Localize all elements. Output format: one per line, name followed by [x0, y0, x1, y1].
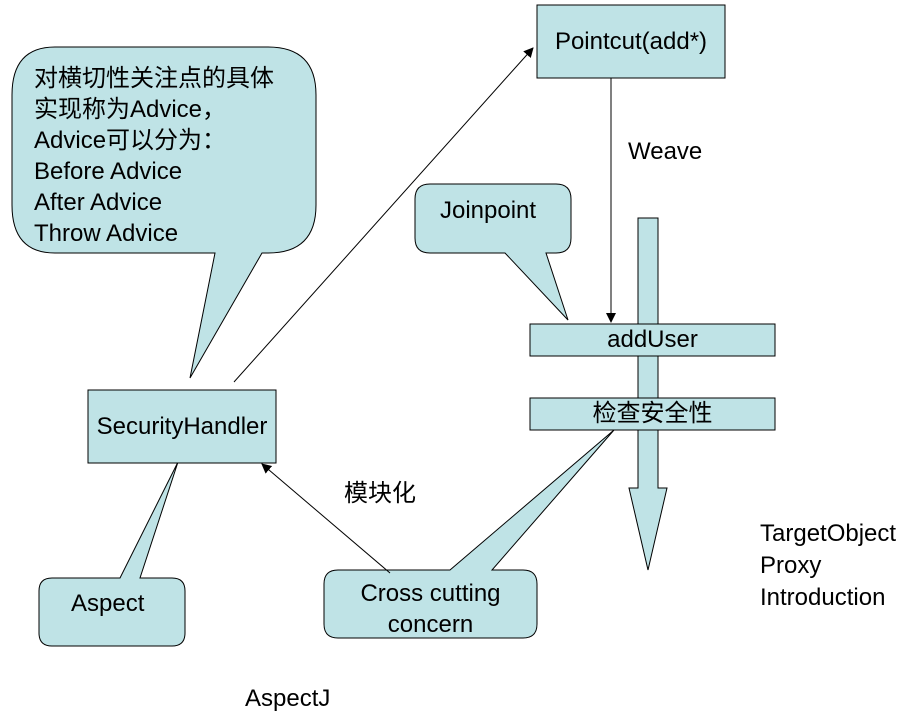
add-user-label: addUser — [607, 326, 698, 353]
joinpoint-label: Joinpoint — [440, 197, 537, 224]
cross-cutting-line: Cross cutting — [360, 580, 501, 607]
advice-line: Advice可以分为： — [34, 127, 227, 154]
security-handler-box — [87, 389, 277, 464]
cross-cutting-callout — [323, 429, 615, 639]
advice-callout — [11, 46, 317, 379]
advice-line: After Advice — [34, 189, 163, 216]
aspect-callout — [38, 461, 186, 647]
check-security-box — [529, 397, 776, 431]
advice-line: Throw Advice — [34, 220, 179, 247]
add-user-box — [529, 323, 776, 357]
modularize-arrow — [261, 463, 391, 574]
check-security-label: 检查安全性 — [592, 400, 713, 427]
weave-flow-arrow — [628, 217, 668, 571]
modularize-label: 模块化 — [344, 480, 416, 507]
proxy-label: Proxy — [760, 552, 822, 579]
aspectj-label: AspectJ — [245, 685, 331, 712]
advice-line: Before Advice — [34, 158, 183, 185]
aspect-label: Aspect — [71, 590, 145, 617]
target-object-label: TargetObject — [760, 520, 897, 547]
security-handler-label: SecurityHandler — [96, 413, 268, 440]
weave-label: Weave — [628, 138, 703, 165]
advice-line: 实现称为Advice， — [34, 96, 227, 123]
advice-line: 对横切性关注点的具体 — [34, 65, 274, 92]
advice-callout-text: 对横切性关注点的具体 实现称为Advice， Advice可以分为： Befor… — [34, 63, 274, 249]
cross-cutting-label: Cross cutting concern — [324, 578, 537, 640]
pointcut-box — [536, 4, 726, 79]
target-list: TargetObject Proxy Introduction — [760, 518, 896, 614]
pointcut-label: Pointcut(add*) — [554, 28, 708, 55]
cross-cutting-line: concern — [387, 611, 474, 638]
introduction-label: Introduction — [760, 584, 886, 611]
advice-to-pointcut-arrow — [233, 47, 534, 383]
joinpoint-callout — [414, 183, 572, 321]
